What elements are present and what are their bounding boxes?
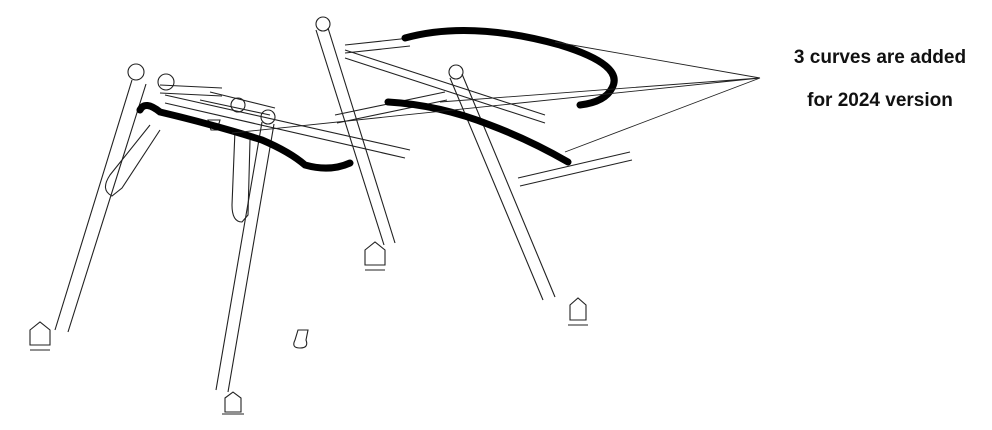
clamp — [315, 16, 331, 32]
annotation-line-1: 3 curves are added — [793, 47, 967, 68]
left-front-leg — [54, 79, 147, 333]
right-leg — [449, 73, 556, 301]
callout-lines — [231, 41, 761, 153]
front-side-bar — [164, 94, 411, 159]
clamp — [127, 63, 145, 81]
curve-top — [401, 27, 618, 109]
curve-middle — [384, 98, 572, 166]
knob — [293, 329, 309, 349]
curve-left — [136, 102, 354, 172]
clamp — [448, 64, 464, 80]
rear-lower-bar — [517, 151, 633, 187]
foot-mount — [29, 321, 51, 351]
clamp — [157, 73, 175, 91]
left-rear-brace — [231, 129, 251, 223]
annotation-line-2: for 2024 version — [807, 90, 953, 111]
rear-crossbar — [344, 37, 411, 54]
new-curves — [136, 27, 618, 172]
foot-mount — [568, 297, 588, 326]
foot-mount — [222, 391, 244, 415]
clamp — [230, 97, 246, 113]
left-rear-leg — [215, 121, 275, 393]
front-crossbar — [159, 84, 223, 97]
left-front-brace — [104, 124, 161, 197]
frame-tubes — [29, 16, 633, 415]
clamp — [260, 109, 276, 125]
back-left-leg — [315, 27, 396, 246]
foot-mount — [364, 241, 386, 271]
